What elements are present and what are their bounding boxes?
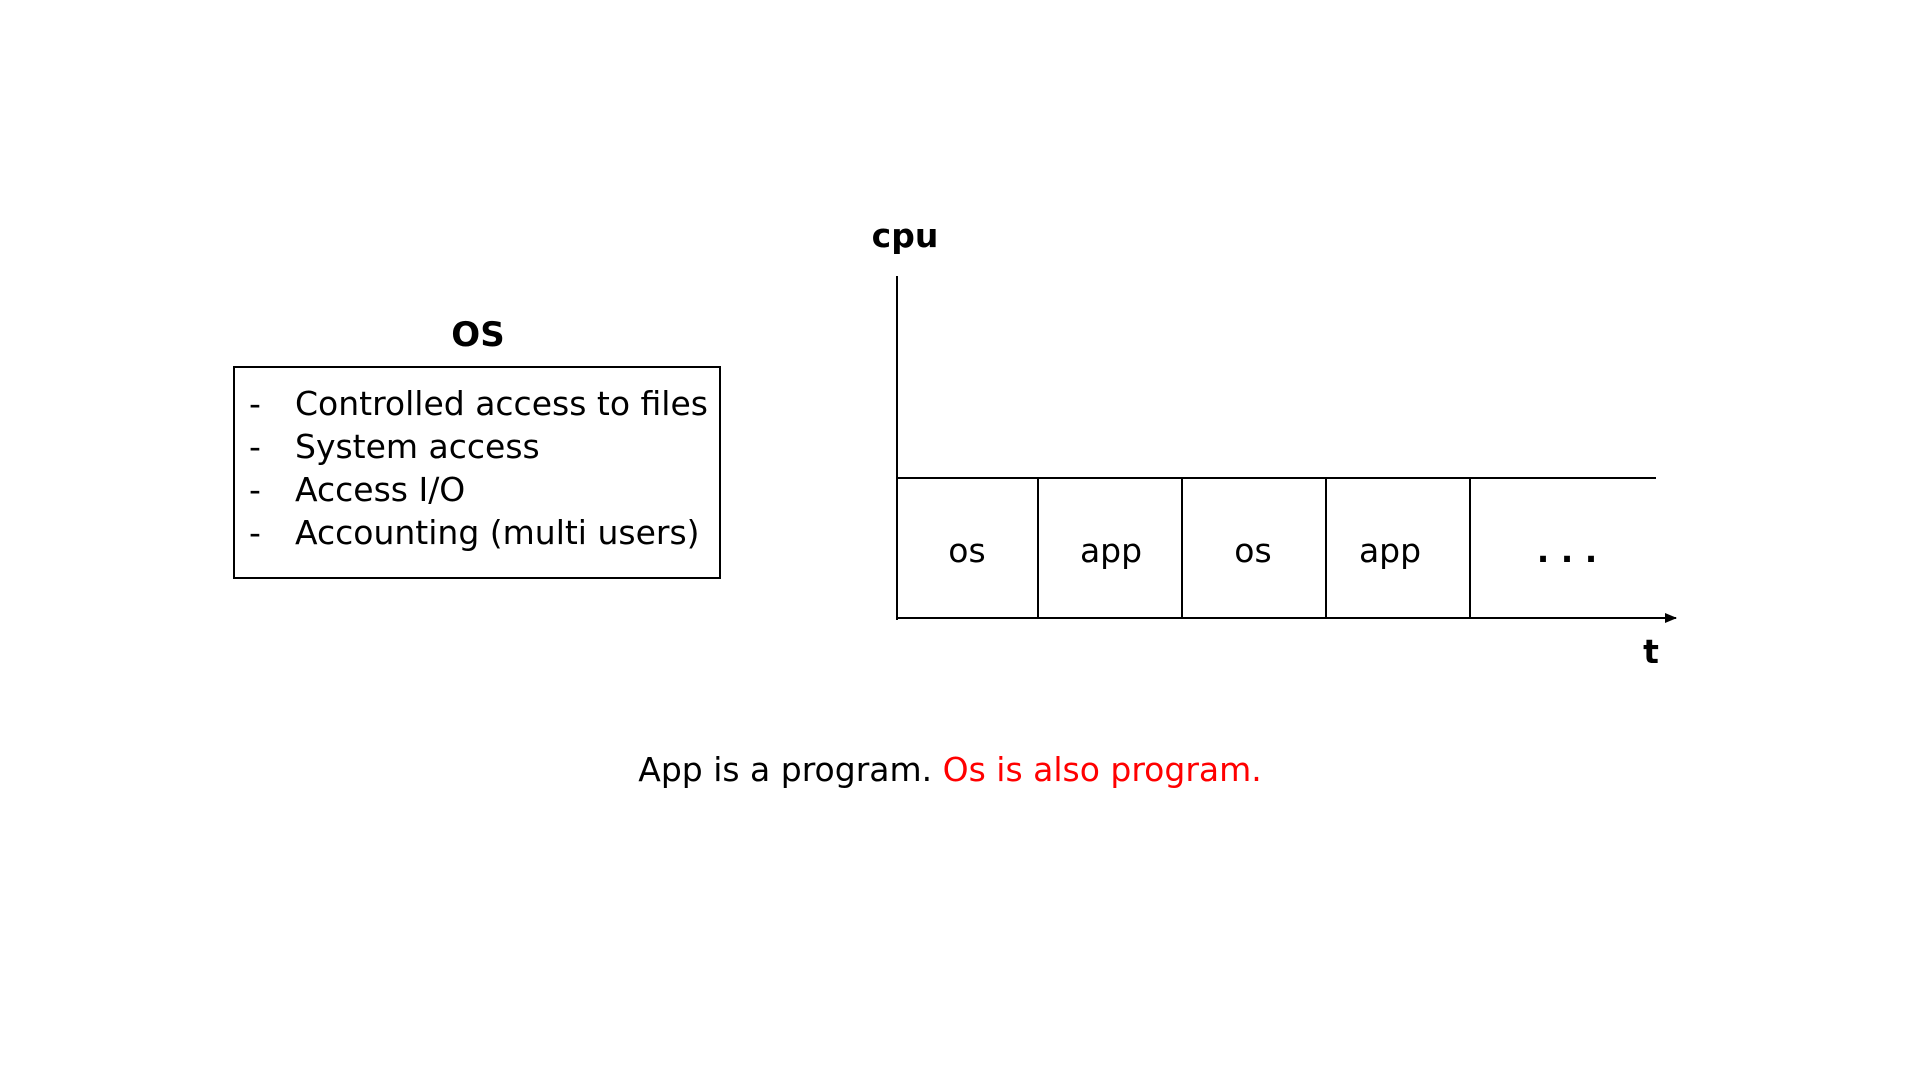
list-marker: -	[249, 470, 261, 509]
os-panel-title: OS	[451, 315, 505, 355]
timeline-segment-app: app	[1359, 531, 1421, 570]
cpu-axis-label: cpu	[872, 216, 939, 255]
timeline-segment-app: app	[1080, 531, 1142, 570]
time-axis-label: t	[1643, 632, 1659, 671]
os-feature-text: Controlled access to files	[295, 384, 708, 423]
os-feature-item: - Controlled access to files	[249, 382, 719, 425]
list-marker: -	[249, 513, 261, 552]
os-feature-item: - Accounting (multi users)	[249, 511, 719, 554]
os-feature-text: Access I/O	[295, 470, 466, 509]
caption: App is a program. Os is also program.	[0, 745, 1900, 795]
timeline-segment-os: os	[948, 531, 985, 570]
os-feature-item: - System access	[249, 425, 719, 468]
list-marker: -	[249, 427, 261, 466]
list-marker: -	[249, 384, 261, 423]
timeline-segment-ellipsis: . . .	[1537, 531, 1598, 570]
os-feature-item: - Access I/O	[249, 468, 719, 511]
caption-highlight: Os is also program.	[942, 750, 1262, 789]
os-feature-text: Accounting (multi users)	[295, 513, 700, 552]
os-features-box: - Controlled access to files - System ac…	[233, 366, 721, 579]
os-feature-text: System access	[295, 427, 540, 466]
caption-statement: App is a program.	[638, 750, 933, 789]
timeline-segment-os: os	[1234, 531, 1271, 570]
